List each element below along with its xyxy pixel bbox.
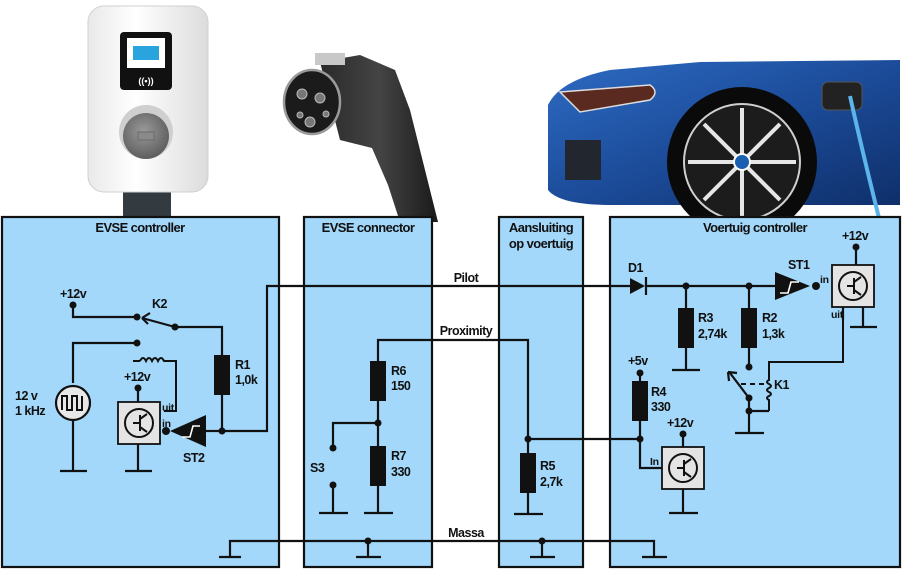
transistor-icon [133, 413, 148, 433]
massa-line: Massa [219, 526, 667, 559]
title-aansluiting-1: Aansluiting [509, 220, 574, 235]
car-photo [548, 60, 900, 230]
r7-name: R7 [391, 449, 407, 463]
k1-coil [766, 320, 844, 411]
panel-aansluiting [497, 215, 585, 569]
voertuig-controller-circuit: D1 R3 2,74k R2 1,3k K1 ST1 in [628, 229, 877, 515]
resistor-r1 [214, 355, 230, 395]
r4-name: R4 [651, 385, 667, 399]
r4-supply-label: +5v [628, 354, 648, 368]
r1-value: 1,0k [235, 373, 258, 387]
k2-coil [133, 357, 177, 412]
pilot-line: Pilot [222, 271, 630, 433]
title-voertuig-controller: Voertuig controller [703, 220, 807, 235]
panel-evse-controller [0, 215, 281, 569]
r3-value: 2,74k [698, 327, 727, 341]
d1-label: D1 [628, 261, 644, 275]
r5-value: 2,7k [540, 475, 563, 489]
pin-in-label: in [162, 418, 171, 430]
r6-value: 150 [391, 379, 411, 393]
k2-supply-label: +12v [60, 287, 87, 301]
source-voltage: 12 v [15, 389, 38, 403]
title-evse-connector: EVSE connector [322, 220, 415, 235]
title-evse-controller: EVSE controller [95, 220, 185, 235]
transistor-icon [677, 458, 692, 478]
pin-out-label: uit [162, 402, 175, 414]
evse-controller-circuit: +12v K2 R1 1,0k 12 v 1 kHz +12v uit in [15, 287, 258, 473]
r1-name: R1 [235, 358, 251, 372]
vc-transistor2-supply: +12v [667, 416, 694, 430]
pilot-label: Pilot [454, 271, 480, 285]
r3-name: R3 [698, 311, 714, 325]
st2-label: ST2 [183, 451, 205, 465]
square-wave-icon [61, 395, 83, 411]
evse-connector-circuit: R6 150 S3 R7 330 [310, 361, 411, 515]
resistor-r3 [678, 308, 694, 348]
s3-label: S3 [310, 461, 325, 475]
r6-name: R6 [391, 364, 407, 378]
charger-photo: ((•)) [87, 5, 209, 220]
k1-label: K1 [774, 378, 790, 392]
schmitt-st2 [170, 415, 206, 447]
resistor-r4 [632, 381, 648, 421]
massa-label: Massa [448, 526, 485, 540]
r2-name: R2 [762, 311, 778, 325]
diode-d1 [630, 278, 645, 294]
r4-value: 330 [651, 400, 671, 414]
resistor-r2 [741, 308, 757, 348]
st1-label: ST1 [788, 258, 810, 272]
source-frequency: 1 kHz [15, 404, 45, 418]
r7-value: 330 [391, 465, 411, 479]
transistor-icon [847, 276, 862, 296]
aansluiting-circuit: R5 2,7k [514, 435, 640, 516]
title-aansluiting-2: op voertuig [509, 236, 574, 251]
transistor-supply-label: +12v [124, 370, 151, 384]
r2-value: 1,3k [762, 327, 785, 341]
r5-name: R5 [540, 459, 556, 473]
panel-evse-connector [302, 215, 434, 569]
svg-text:((•)): ((•)) [138, 76, 153, 86]
resistor-r7 [370, 446, 386, 486]
vc-supply-label: +12v [842, 229, 869, 243]
proximity-label: Proximity [440, 324, 493, 338]
st1-pin-in: in [820, 274, 829, 286]
resistor-r6 [370, 361, 386, 401]
resistor-r5 [520, 453, 536, 493]
connector-photo [282, 53, 438, 222]
vc-pin-out: uit [831, 309, 844, 321]
k2-label: K2 [152, 297, 168, 311]
vc-pin-in2: In [650, 456, 659, 468]
proximity-line: Proximity [376, 324, 530, 440]
product-photos: ((•)) [87, 5, 900, 230]
